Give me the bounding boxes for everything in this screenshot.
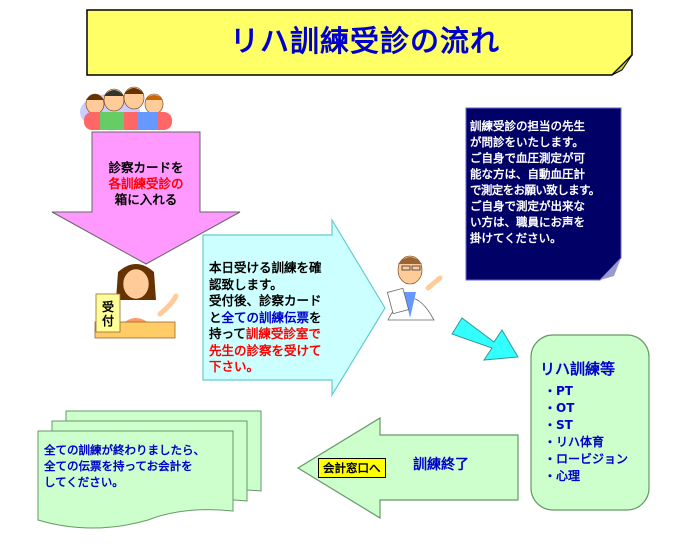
step2-line3: 受付後、診察カード [209,293,322,308]
navy-note [465,107,622,281]
green-left-arrow [296,416,519,520]
cashier-label: 会計窓口へ [318,458,386,478]
step1-line2: 各訓練受診の [108,176,184,191]
step2-line4c: を [309,309,322,325]
final-note-line1: 全ての訓練が終わりましたら、 [44,443,205,457]
pink-down-arrow [51,131,241,265]
step1-line1: 診察カードを [108,160,184,175]
step2-line5b: 訓練受診室で [245,326,321,341]
doctor-note-text: 訓練受診の担当の先生 が問診をいたします。 ご自身で血圧測定が可 能な方は、自動… [470,118,620,246]
training-done-label: 訓練終了 [413,457,469,473]
therapy-item: ・OT [544,401,575,415]
doctor-illustration [386,255,443,321]
final-note-line2: 全ての伝票を持ってお会計を [44,459,193,473]
doctor-note-line2: が問診をいたします。 [470,135,584,149]
document-stack [37,410,262,529]
step2-text: 本日受ける訓練を確 認致します。 受付後、診察カード と全ての訓練伝票を 持って… [209,260,339,376]
final-note-text: 全ての訓練が終わりましたら、 全ての伝票を持ってお会計を してください。 [44,442,234,490]
family-illustration [80,86,172,130]
doctor-note-line8: 掛けてください。 [470,231,562,245]
step2-line1: 本日受ける訓練を確 [209,260,322,275]
step2-line4b: 全ての訓練伝票 [221,309,310,325]
doctor-note-line4: 能な方は、自動血圧計 [470,167,585,181]
therapy-title: リハ訓練等 [540,360,616,378]
therapy-item: ・ロービジョン [544,452,629,466]
therapy-list: ・PT ・OT ・ST ・リハ体育 ・ロービジョン ・心理 [544,383,644,485]
step2-line7: 下さい。 [209,359,260,374]
final-note-line3: してください。 [44,475,124,489]
doctor-note-line6: ご自身で測定が出来な [470,199,585,213]
cyan-right-arrow [202,217,386,398]
page-title: リハ訓練受診の流れ [229,24,500,58]
doctor-note-line1: 訓練受診の担当の先生 [470,119,585,133]
therapy-item: ・心理 [544,469,581,483]
step2-line4: と全ての訓練伝票を [209,310,339,327]
reception-sign-char1: 受 [101,300,114,314]
step2-line6: 先生の診察を受けて [209,342,322,358]
cyan-diagonal-arrow [451,317,519,361]
reception-sign-char2: 付 [101,314,114,328]
therapy-item: ・PT [544,384,573,398]
therapy-box [530,334,650,511]
doctor-note-line5: で測定をお願い致します。 [470,183,600,197]
doctor-note-line7: い方は、職員にお声を [470,215,585,229]
step1-line3: 箱に入れる [114,192,178,207]
therapy-item: ・ST [544,418,573,432]
therapy-item: ・リハ体育 [544,435,605,449]
step2-line5a: 持って [209,326,246,341]
step2-line2: 認致します。 [209,276,283,292]
step1-text: 診察カードを 各訓練受診の 箱に入れる [92,160,200,208]
doctor-note-line3: ご自身で血圧測定が可 [470,151,585,165]
step2-line5: 持って訓練受診室で [209,326,339,343]
step2-line4a: と [209,309,222,325]
receptionist-illustration [94,264,179,339]
title-banner [86,9,633,76]
reception-sign: 受 付 [99,300,117,328]
